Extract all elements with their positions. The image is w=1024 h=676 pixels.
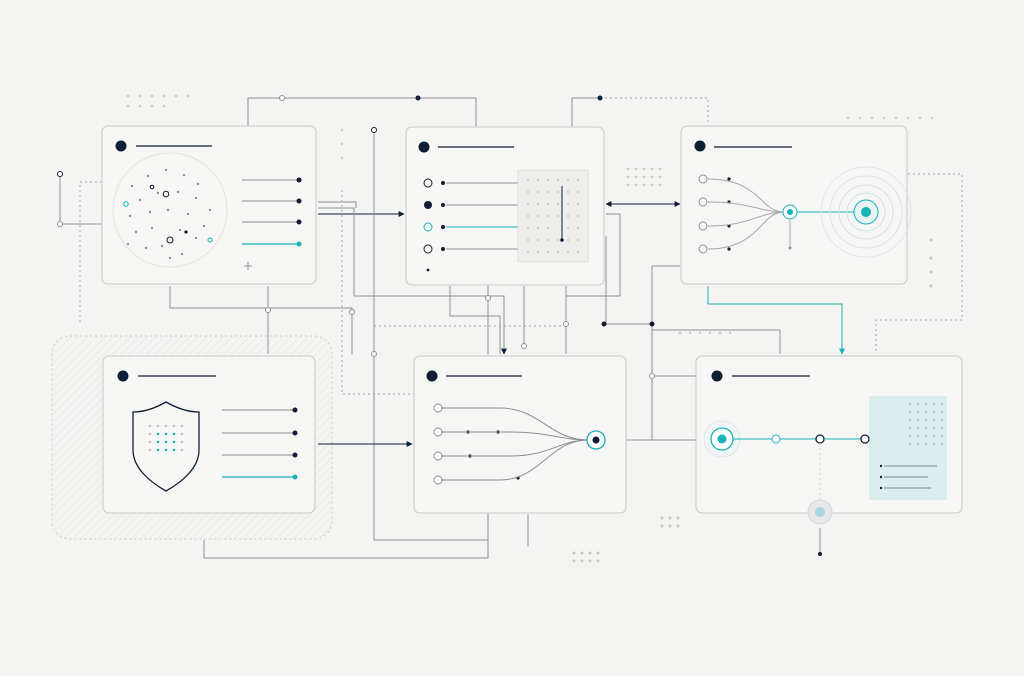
dot-matrix-block	[517, 169, 589, 263]
panel-rows	[222, 407, 298, 480]
panel-status-dot	[694, 140, 706, 152]
merge-router-panel[interactable]	[413, 355, 627, 514]
panel-status-dot	[115, 140, 127, 152]
panel-status-dot	[426, 370, 438, 382]
output-summary-card	[869, 396, 947, 500]
shield-security-panel[interactable]	[102, 355, 316, 514]
panel-status-dot	[117, 370, 129, 382]
shield-icon	[132, 401, 200, 492]
connector-lines	[59, 97, 963, 559]
selector-list-panel[interactable]	[405, 126, 605, 286]
target-signal-panel[interactable]	[680, 125, 912, 285]
panel-rows	[242, 177, 302, 247]
output-pipeline-panel[interactable]	[695, 355, 963, 525]
merge-inputs	[698, 174, 792, 254]
scatter-cluster-icon	[112, 152, 252, 270]
connector-nodes	[57, 95, 822, 556]
node-cluster-panel[interactable]	[101, 125, 317, 285]
target-icon	[782, 166, 912, 258]
panel-status-dot	[418, 141, 430, 153]
merge-branch-icon	[433, 403, 606, 485]
panel-status-dot	[711, 370, 723, 382]
